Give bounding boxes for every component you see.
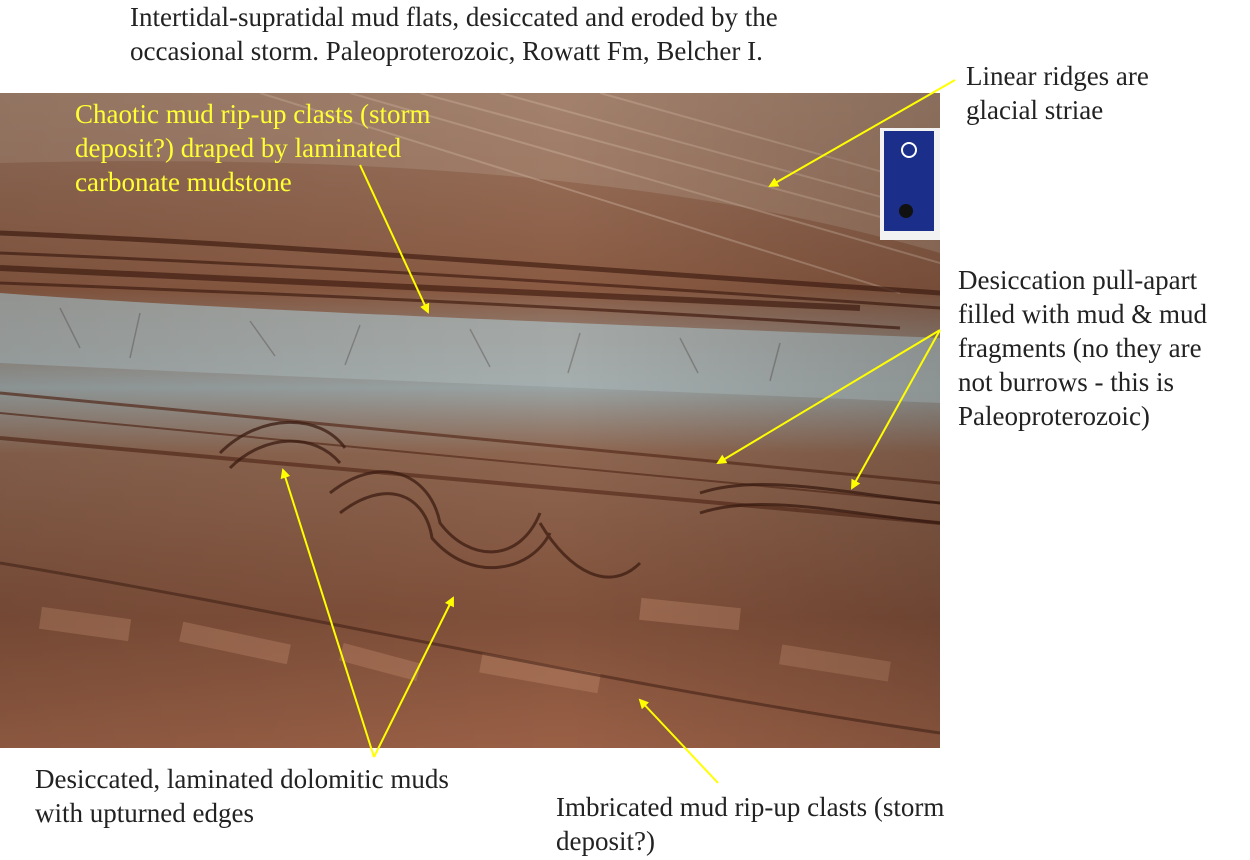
label-chaotic-clasts: Chaotic mud rip-up clasts (storm deposit… (75, 99, 431, 197)
label-desiccated-muds: Desiccated, laminated dolomitic muds wit… (35, 764, 449, 828)
label-desiccation-pullapart: Desiccation pull-apart filled with mud &… (958, 265, 1207, 431)
title-caption: Intertidal-supratidal mud flats, desicca… (130, 2, 778, 66)
scale-card (880, 128, 940, 240)
label-linear-ridges: Linear ridges are glacial striae (966, 61, 1149, 125)
outcrop-photo (0, 93, 940, 748)
label-imbricated-clasts: Imbricated mud rip-up clasts (storm depo… (556, 792, 945, 856)
